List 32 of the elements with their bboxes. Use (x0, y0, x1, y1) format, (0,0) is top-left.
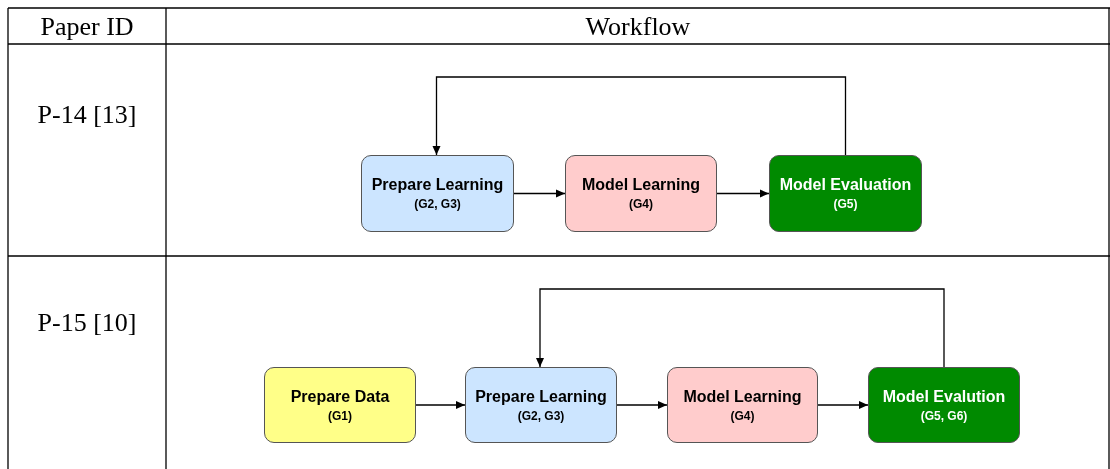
process-box (868, 367, 1020, 443)
step-codes: (G2, G3) (414, 197, 461, 211)
arrow (536, 288, 945, 368)
step-codes: (G1) (328, 408, 352, 423)
arrow (432, 76, 847, 156)
step-title: Prepare Learning (371, 176, 504, 194)
arrow (817, 401, 869, 409)
process-box (264, 367, 416, 443)
arrow (415, 401, 466, 409)
step-codes: (G5, G6) (920, 408, 968, 423)
step-codes: (G5) (833, 197, 858, 211)
arrow (513, 189, 566, 198)
process-box (769, 155, 922, 232)
row-label: P-14 [13] (37, 100, 137, 130)
column-header: Workflow (585, 12, 691, 42)
process-box (667, 367, 818, 443)
step-title: Model Learning (581, 176, 701, 194)
step-title: Model Learning (683, 387, 802, 406)
process-box (465, 367, 617, 443)
arrow (616, 401, 668, 409)
step-title: Prepare Learning (475, 387, 607, 406)
process-box (361, 155, 514, 232)
row-label: P-15 [10] (37, 308, 137, 338)
step-codes: (G4) (629, 197, 653, 211)
step-title: Model Evalution (882, 387, 1006, 406)
step-codes: (G2, G3) (517, 408, 565, 423)
step-codes: (G4) (730, 408, 755, 423)
step-title: Prepare Data (290, 387, 390, 406)
arrow (716, 189, 770, 198)
column-header: Paper ID (40, 12, 134, 42)
step-title: Model Evaluation (779, 176, 912, 194)
process-box (565, 155, 717, 232)
